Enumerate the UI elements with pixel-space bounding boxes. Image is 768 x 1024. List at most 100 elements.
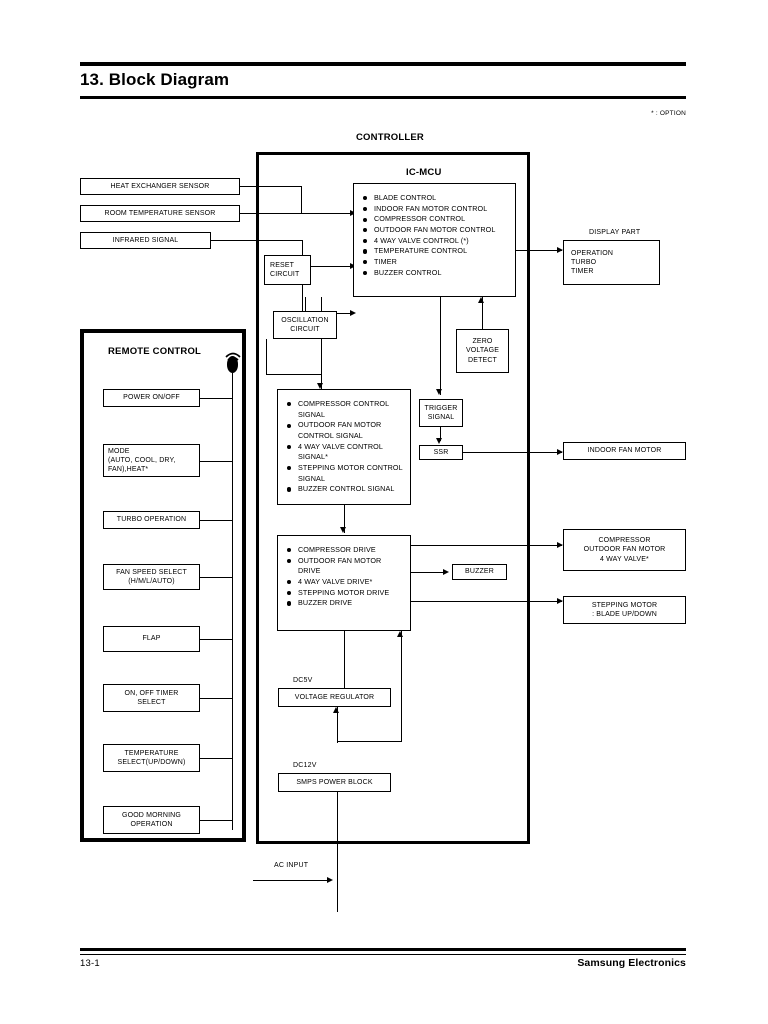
dc5v-label: DC5V (293, 677, 313, 684)
remote-button-timer[interactable]: ON, OFF TIMER SELECT (103, 684, 200, 712)
arrow-12v-to-drive (397, 631, 404, 637)
remote-button-label: (AUTO, COOL, DRY, (108, 456, 176, 464)
arrow-zvd-to-mcu (478, 297, 485, 303)
dc12v-label: DC12V (293, 762, 317, 769)
remote-button-label: MODE (108, 447, 130, 455)
remote-bus-line (232, 373, 234, 830)
control-signal-item: BUZZER CONTROL SIGNAL (287, 484, 404, 495)
display-part-caption: DISPLAY PART (589, 229, 641, 236)
mcu-item: INDOOR FAN MOTOR CONTROL (363, 204, 509, 215)
reset-circuit-line2: CIRCUIT (270, 271, 300, 278)
line-12v-rail-v (401, 631, 403, 742)
buzzer-block: BUZZER (452, 564, 507, 580)
line-remote-flap (200, 639, 233, 641)
voltage-regulator-block: VOLTAGE REGULATOR (278, 688, 391, 707)
input-room-temperature-sensor[interactable]: ROOM TEMPERATURE SENSOR (80, 205, 240, 222)
remote-button-label: ON, OFF TIMER (124, 689, 179, 697)
remote-button-label: SELECT(UP/DOWN) (117, 759, 186, 766)
remote-button-label: FAN),HEAT* (108, 466, 149, 474)
line-remote-temperature (200, 758, 233, 760)
footer-rule-top (80, 948, 686, 951)
line-remote-mode (200, 461, 233, 463)
line-reset-to-mcu (311, 266, 351, 268)
line-remote-timer (200, 698, 233, 700)
control-signal-item: STEPPING MOTOR CONTROL SIGNAL (287, 463, 404, 484)
ir-emitter-dot-icon (227, 356, 238, 373)
input-heat-exchanger-sensor[interactable]: HEAT EXCHANGER SENSOR (80, 178, 240, 195)
option-note: * : OPTION (651, 110, 686, 117)
remote-button-label: SELECT (137, 699, 166, 706)
line-remote-power (200, 398, 233, 400)
mcu-item: TIMER (363, 257, 509, 268)
header-rule-bottom (80, 96, 686, 99)
line-ctrlsig-to-drive (344, 505, 346, 533)
trigger-line2: SIGNAL (427, 414, 455, 421)
arrow-ac-input (327, 876, 333, 883)
footer-rule-bottom (80, 954, 686, 956)
mcu-item: BUZZER CONTROL (363, 268, 509, 279)
display-item: TIMER (571, 268, 594, 276)
line-zvd-to-mcu (482, 297, 484, 329)
drive-item: STEPPING MOTOR DRIVE (287, 588, 404, 599)
drive-block: COMPRESSOR DRIVE OUTDOOR FAN MOTOR DRIVE… (277, 535, 411, 631)
remote-button-good-morning[interactable]: GOOD MORNING OPERATION (103, 806, 200, 834)
remote-button-mode[interactable]: MODE (AUTO, COOL, DRY, FAN),HEAT* (103, 444, 200, 477)
line-remote-good-morning (200, 820, 233, 822)
line-remote-fan-speed (200, 577, 233, 579)
remote-button-fan-speed[interactable]: FAN SPEED SELECT (H/M/L/AUTO) (103, 564, 200, 590)
arrow-ssr-to-indoor-fan (557, 448, 563, 455)
display-item: TURBO (571, 258, 597, 266)
drive-item: BUZZER DRIVE (287, 598, 404, 609)
arrow-mcu-to-trigger (436, 389, 443, 395)
remote-button-flap[interactable]: FLAP (103, 626, 200, 652)
line-smps-to-regulator (337, 707, 339, 743)
compressor-line2: OUTDOOR FAN MOTOR (583, 546, 666, 554)
remote-button-power[interactable]: POWER ON/OFF (103, 389, 200, 407)
line-osc-rail-v (266, 339, 268, 375)
zvd-line2: VOLTAGE (465, 347, 500, 355)
arrow-infrared-to-mcu (350, 309, 356, 316)
compressor-line1: COMPRESSOR (598, 537, 651, 545)
remote-button-label: FLAP (142, 635, 161, 643)
trigger-signal-block: TRIGGER SIGNAL (419, 399, 463, 427)
arrow-smps-to-regulator (333, 707, 340, 713)
page-title: 13. Block Diagram (80, 70, 230, 89)
control-signal-item: OUTDOOR FAN MOTOR CONTROL SIGNAL (287, 420, 404, 441)
line-osc-rail-h (266, 374, 322, 376)
line-sensors-to-mcu (301, 213, 352, 215)
display-item: OPERATION (571, 249, 614, 257)
zvd-line3: DETECT (468, 356, 497, 364)
footer-brand: Samsung Electronics (577, 957, 686, 969)
remote-button-turbo[interactable]: TURBO OPERATION (103, 511, 200, 529)
mcu-item: COMPRESSOR CONTROL (363, 214, 509, 225)
zvd-line1: ZERO (472, 338, 493, 346)
ic-mcu-block: BLADE CONTROL INDOOR FAN MOTOR CONTROL C… (353, 183, 516, 297)
line-drive-to-buzzer (411, 572, 447, 574)
ssr-block: SSR (419, 445, 463, 460)
zero-voltage-detect-block: ZERO VOLTAGE DETECT (456, 329, 509, 373)
input-infrared-signal[interactable]: INFRARED SIGNAL (80, 232, 211, 249)
arrow-trigger-to-ssr (436, 438, 443, 444)
remote-button-temperature[interactable]: TEMPERATURE SELECT(UP/DOWN) (103, 744, 200, 772)
trigger-line1: TRIGGER (424, 404, 458, 412)
display-part-block: OPERATION TURBO TIMER (563, 240, 660, 285)
reset-circuit-block: RESET CIRCUIT (264, 255, 311, 285)
output-indoor-fan-motor: INDOOR FAN MOTOR (563, 442, 686, 460)
remote-button-label: TEMPERATURE (124, 749, 179, 757)
mcu-item: 4 WAY VALVE CONTROL (*) (363, 236, 509, 247)
remote-button-label: GOOD MORNING (122, 811, 181, 819)
line-mcu-to-trigger (440, 297, 442, 395)
output-stepping-motor: STEPPING MOTOR : BLADE UP/DOWN (563, 596, 686, 624)
arrow-ctrlsig-to-drive (340, 527, 347, 533)
remote-button-label: FAN SPEED SELECT (116, 568, 187, 576)
line-osc-to-mcu-v (305, 297, 307, 311)
ac-input-label: AC INPUT (274, 862, 309, 869)
output-compressor-group: COMPRESSOR OUTDOOR FAN MOTOR 4 WAY VALVE… (563, 529, 686, 571)
control-signal-item: COMPRESSOR CONTROL SIGNAL (287, 399, 404, 420)
line-drive-to-compressor (411, 545, 562, 547)
oscillation-line2: CIRCUIT (290, 326, 320, 333)
line-room-temp (240, 213, 302, 215)
drive-item: 4 WAY VALVE DRIVE* (287, 577, 404, 588)
line-heat-exchanger-drop (301, 186, 303, 214)
line-ac-input-v (337, 792, 339, 912)
